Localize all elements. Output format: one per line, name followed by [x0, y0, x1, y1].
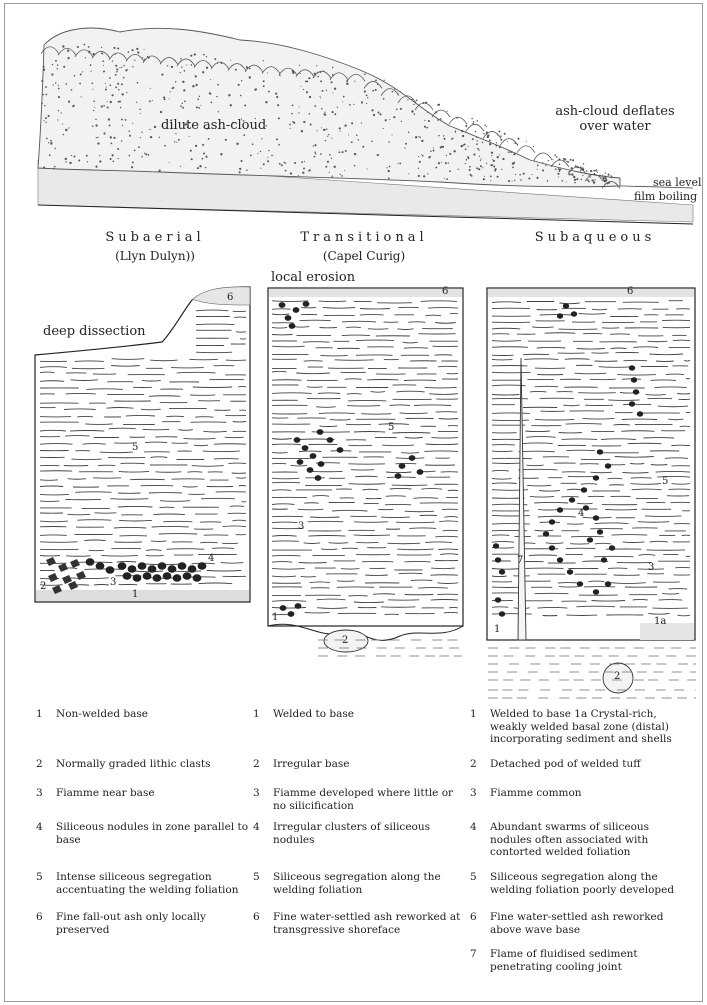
ash-cloud-deflates-label: ash-cloud deflates over water [545, 104, 685, 134]
subaerial-marker-1: 1 [132, 589, 138, 600]
subaqueous-marker-1: 1 [494, 624, 500, 635]
transitional-marker-6: 6 [442, 286, 448, 297]
subaerial-marker-3: 3 [110, 577, 116, 588]
subaerial-locality: (Llyn Dulyn)) [55, 249, 255, 263]
local-erosion-label: local erosion [271, 270, 355, 285]
film-boiling-label: film boiling [634, 189, 697, 204]
deep-dissection-label: deep dissection [43, 324, 146, 339]
subaqueous-marker-2: 2 [614, 671, 620, 682]
subaerial-marker-2: 2 [40, 581, 46, 592]
sea-level-label: sea level [653, 175, 701, 190]
subaerial-title: Subaerial [55, 230, 255, 245]
subaqueous-ash-cap [488, 289, 694, 297]
subaqueous-marker-4: 4 [578, 508, 584, 519]
subaqueous-title: Subaqueous [495, 230, 695, 245]
transitional-ash-cap [269, 289, 462, 297]
transitional-marker-3: 3 [298, 521, 304, 532]
transitional-marker-1: 1 [272, 612, 278, 623]
transitional-locality: (Capel Curig) [264, 249, 464, 263]
subaqueous-marker-1a: 1a [654, 616, 666, 627]
transitional-marker-2: 2 [342, 635, 348, 646]
subaerial-marker-4: 4 [208, 553, 214, 564]
subaqueous-crystal-rich-zone [640, 623, 694, 640]
subaerial-marker-6: 6 [227, 292, 233, 303]
subaerial-base-zone [36, 590, 249, 601]
dilute-ash-cloud-label: dilute ash-cloud [161, 118, 266, 133]
subaerial-marker-5: 5 [132, 442, 138, 453]
transitional-title: Transitional [264, 230, 464, 245]
subaqueous-marker-6: 6 [627, 286, 633, 297]
subaqueous-underlying-sediment [488, 648, 696, 698]
transitional-marker-5: 5 [388, 422, 394, 433]
subaqueous-marker-3: 3 [648, 562, 654, 573]
subaqueous-marker-7: 7 [517, 555, 523, 566]
subaqueous-marker-5: 5 [662, 476, 668, 487]
ash-cloud-shape [38, 28, 620, 187]
